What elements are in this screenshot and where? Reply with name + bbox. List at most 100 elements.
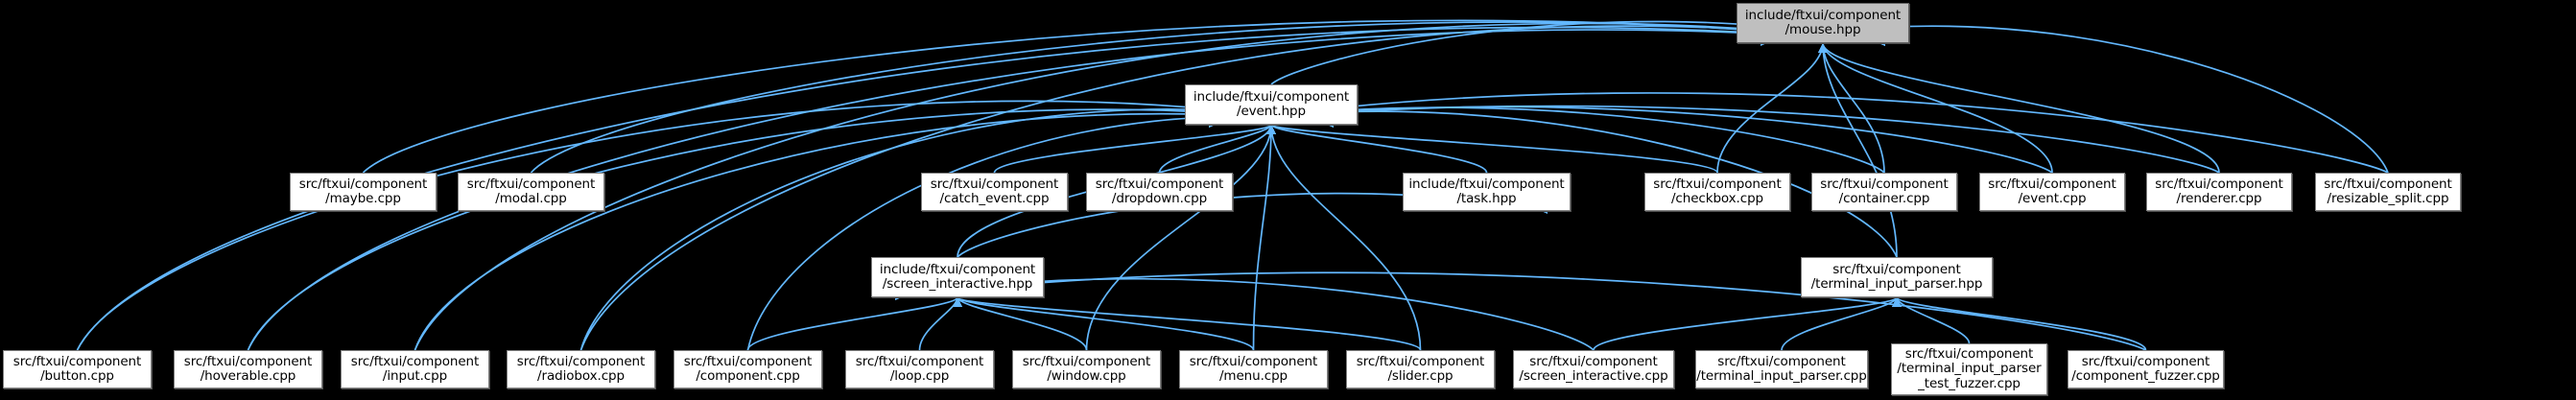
graph-edge	[746, 116, 1324, 351]
graph-node-label-line2: /resizable_split.cpp	[2327, 191, 2449, 206]
graph-edge	[957, 296, 1255, 351]
graph-node-label-line2: /loop.cpp	[889, 368, 950, 384]
graph-edge	[414, 22, 1876, 351]
graph-node-catch_event_cpp[interactable]: src/ftxui/component/catch_event.cpp	[921, 173, 1068, 211]
graph-node-event_hpp[interactable]: include/ftxui/component/event.hpp	[1185, 84, 1358, 125]
graph-edge-arrowhead	[953, 297, 962, 307]
graph-edge	[76, 26, 1876, 351]
graph-node-label-line1: src/ftxui/component	[1022, 353, 1151, 369]
graph-node-hoverable_cpp[interactable]: src/ftxui/component/hoverable.cpp	[174, 350, 322, 388]
graph-node-dropdown_cpp[interactable]: src/ftxui/component/dropdown.cpp	[1086, 173, 1233, 211]
graph-node-label-line2: /radiobox.cpp	[537, 368, 625, 384]
graph-node-screen_interactive_cpp[interactable]: src/ftxui/component/screen_interactive.c…	[1513, 350, 1674, 388]
graph-node-label-line1: src/ftxui/component	[466, 176, 596, 192]
graph-edge	[1085, 124, 1272, 351]
graph-node-slider_cpp[interactable]: src/ftxui/component/slider.cpp	[1346, 350, 1495, 388]
graph-node-label-line2: /input.cpp	[382, 368, 448, 384]
graph-node-mouse_hpp[interactable]: include/ftxui/component/mouse.hpp	[1737, 3, 1909, 43]
graph-edge	[1896, 296, 2147, 351]
graph-node-label-line1: src/ftxui/component	[1832, 261, 1961, 277]
graph-node-label-line1: src/ftxui/component	[930, 176, 1059, 192]
graph-node-component_cpp[interactable]: src/ftxui/component/component.cpp	[674, 350, 822, 388]
graph-node-label-line2: /dropdown.cpp	[1111, 191, 1208, 206]
graph-node-label-line1: src/ftxui/component	[183, 353, 313, 369]
graph-node-label-line1: src/ftxui/component	[1095, 176, 1224, 192]
graph-node-modal_cpp[interactable]: src/ftxui/component/modal.cpp	[458, 173, 604, 211]
graph-edge	[1270, 124, 1488, 174]
graph-node-label-line2: /screen_interactive.cpp	[1519, 368, 1668, 384]
graph-node-terminal_input_parser_hpp[interactable]: src/ftxui/component/terminal_input_parse…	[1801, 257, 1993, 297]
graph-edge	[1218, 105, 2220, 174]
graph-edge	[76, 100, 1324, 351]
graph-edge	[1822, 42, 1898, 258]
graph-node-label-line2: /container.cpp	[1838, 191, 1930, 206]
graph-node-label-line1: include/ftxui/component	[879, 261, 1036, 277]
graph-node-resizable_split_cpp[interactable]: src/ftxui/component/resizable_split.cpp	[2315, 173, 2461, 211]
graph-edge-arrowhead	[1266, 125, 1276, 134]
graph-node-menu_cpp[interactable]: src/ftxui/component/menu.cpp	[1179, 350, 1328, 388]
graph-edge	[247, 29, 1876, 351]
graph-node-label-line3: _test_fuzzer.cpp	[1918, 375, 2021, 391]
graph-node-label-line1: include/ftxui/component	[1408, 176, 1565, 192]
graph-node-task_hpp[interactable]: include/ftxui/component/task.hpp	[1403, 173, 1571, 211]
graph-edge	[746, 296, 958, 351]
graph-edge	[1716, 42, 1824, 174]
graph-node-window_cpp[interactable]: src/ftxui/component/window.cpp	[1012, 350, 1161, 388]
graph-node-label-line1: src/ftxui/component	[350, 353, 480, 369]
graph-edge	[957, 296, 1088, 351]
graph-edge	[579, 108, 1324, 351]
graph-node-label-line1: src/ftxui/component	[1904, 345, 2034, 362]
graph-node-label-line2: /screen_interactive.hpp	[882, 276, 1033, 292]
graph-node-loop_cpp[interactable]: src/ftxui/component/loop.cpp	[845, 350, 994, 388]
graph-node-label-line2: /slider.cpp	[1387, 368, 1453, 384]
graph-node-button_cpp[interactable]: src/ftxui/component/button.cpp	[3, 350, 152, 388]
graph-node-checkbox_cpp[interactable]: src/ftxui/component/checkbox.cpp	[1644, 173, 1790, 211]
graph-node-label-line1: src/ftxui/component	[1820, 176, 1949, 192]
graph-node-label-line2: /catch_event.cpp	[939, 191, 1050, 206]
graph-node-screen_interactive_hpp[interactable]: include/ftxui/component/screen_interacti…	[871, 257, 1044, 297]
graph-node-container_cpp[interactable]: src/ftxui/component/container.cpp	[1811, 173, 1957, 211]
graph-edge	[905, 271, 2146, 351]
graph-edge	[1158, 124, 1272, 174]
graph-edge-arrowhead	[1818, 43, 1828, 53]
graph-node-label-line2: /event.cpp	[2018, 191, 2087, 206]
graph-edge	[1593, 296, 1898, 351]
graph-node-label-line1: src/ftxui/component	[855, 353, 984, 369]
graph-node-label-line2: /hoverable.cpp	[200, 368, 296, 384]
graph-node-label-line2: /mouse.hpp	[1784, 22, 1861, 37]
graph-node-label-line1: src/ftxui/component	[12, 353, 142, 369]
graph-node-label-line2: /checkbox.cpp	[1670, 191, 1764, 206]
graph-node-radiobox_cpp[interactable]: src/ftxui/component/radiobox.cpp	[507, 350, 655, 388]
graph-node-label-line2: /terminal_input_parser	[1897, 361, 2042, 377]
graph-edge	[1896, 296, 1971, 344]
graph-node-label-line1: src/ftxui/component	[2324, 176, 2452, 192]
graph-node-label-line1: src/ftxui/component	[298, 176, 428, 192]
graph-node-label-line1: src/ftxui/component	[1988, 176, 2116, 192]
graph-edge	[1822, 42, 2220, 174]
graph-edge	[1252, 124, 1272, 351]
graph-edge	[1781, 296, 1898, 351]
graph-node-event_cpp[interactable]: src/ftxui/component/event.cpp	[1979, 173, 2125, 211]
graph-node-label-line1: src/ftxui/component	[1356, 353, 1485, 369]
graph-node-input_cpp[interactable]: src/ftxui/component/input.cpp	[341, 350, 489, 388]
graph-node-maybe_cpp[interactable]: src/ftxui/component/maybe.cpp	[290, 173, 437, 211]
graph-node-component_fuzzer_cpp[interactable]: src/ftxui/component/component_fuzzer.cpp	[2068, 350, 2224, 388]
graph-node-label-line2: /button.cpp	[40, 368, 114, 384]
graph-edge	[579, 25, 1876, 351]
graph-node-label-line1: src/ftxui/component	[2081, 353, 2210, 369]
graph-node-label-line1: src/ftxui/component	[1189, 353, 1318, 369]
graph-node-label-line1: src/ftxui/component	[1717, 353, 1846, 369]
graph-node-label-line2: /terminal_input_parser.hpp	[1810, 276, 1983, 292]
graph-node-label-line2: /task.hpp	[1456, 191, 1517, 206]
graph-node-terminal_input_parser_test_fuzzer_cpp[interactable]: src/ftxui/component/terminal_input_parse…	[1891, 343, 2047, 395]
graph-node-renderer_cpp[interactable]: src/ftxui/component/renderer.cpp	[2146, 173, 2292, 211]
graph-node-label-line2: /maybe.cpp	[325, 191, 401, 206]
graph-node-label-line1: src/ftxui/component	[516, 353, 646, 369]
graph-node-label-line2: /window.cpp	[1047, 368, 1126, 384]
graph-edge	[1270, 124, 1422, 351]
graph-node-terminal_input_parser_cpp[interactable]: src/ftxui/component/terminal_input_parse…	[1695, 350, 1868, 388]
graph-node-label-line2: /renderer.cpp	[2176, 191, 2262, 206]
graph-node-label-line2: /event.hpp	[1237, 104, 1306, 119]
